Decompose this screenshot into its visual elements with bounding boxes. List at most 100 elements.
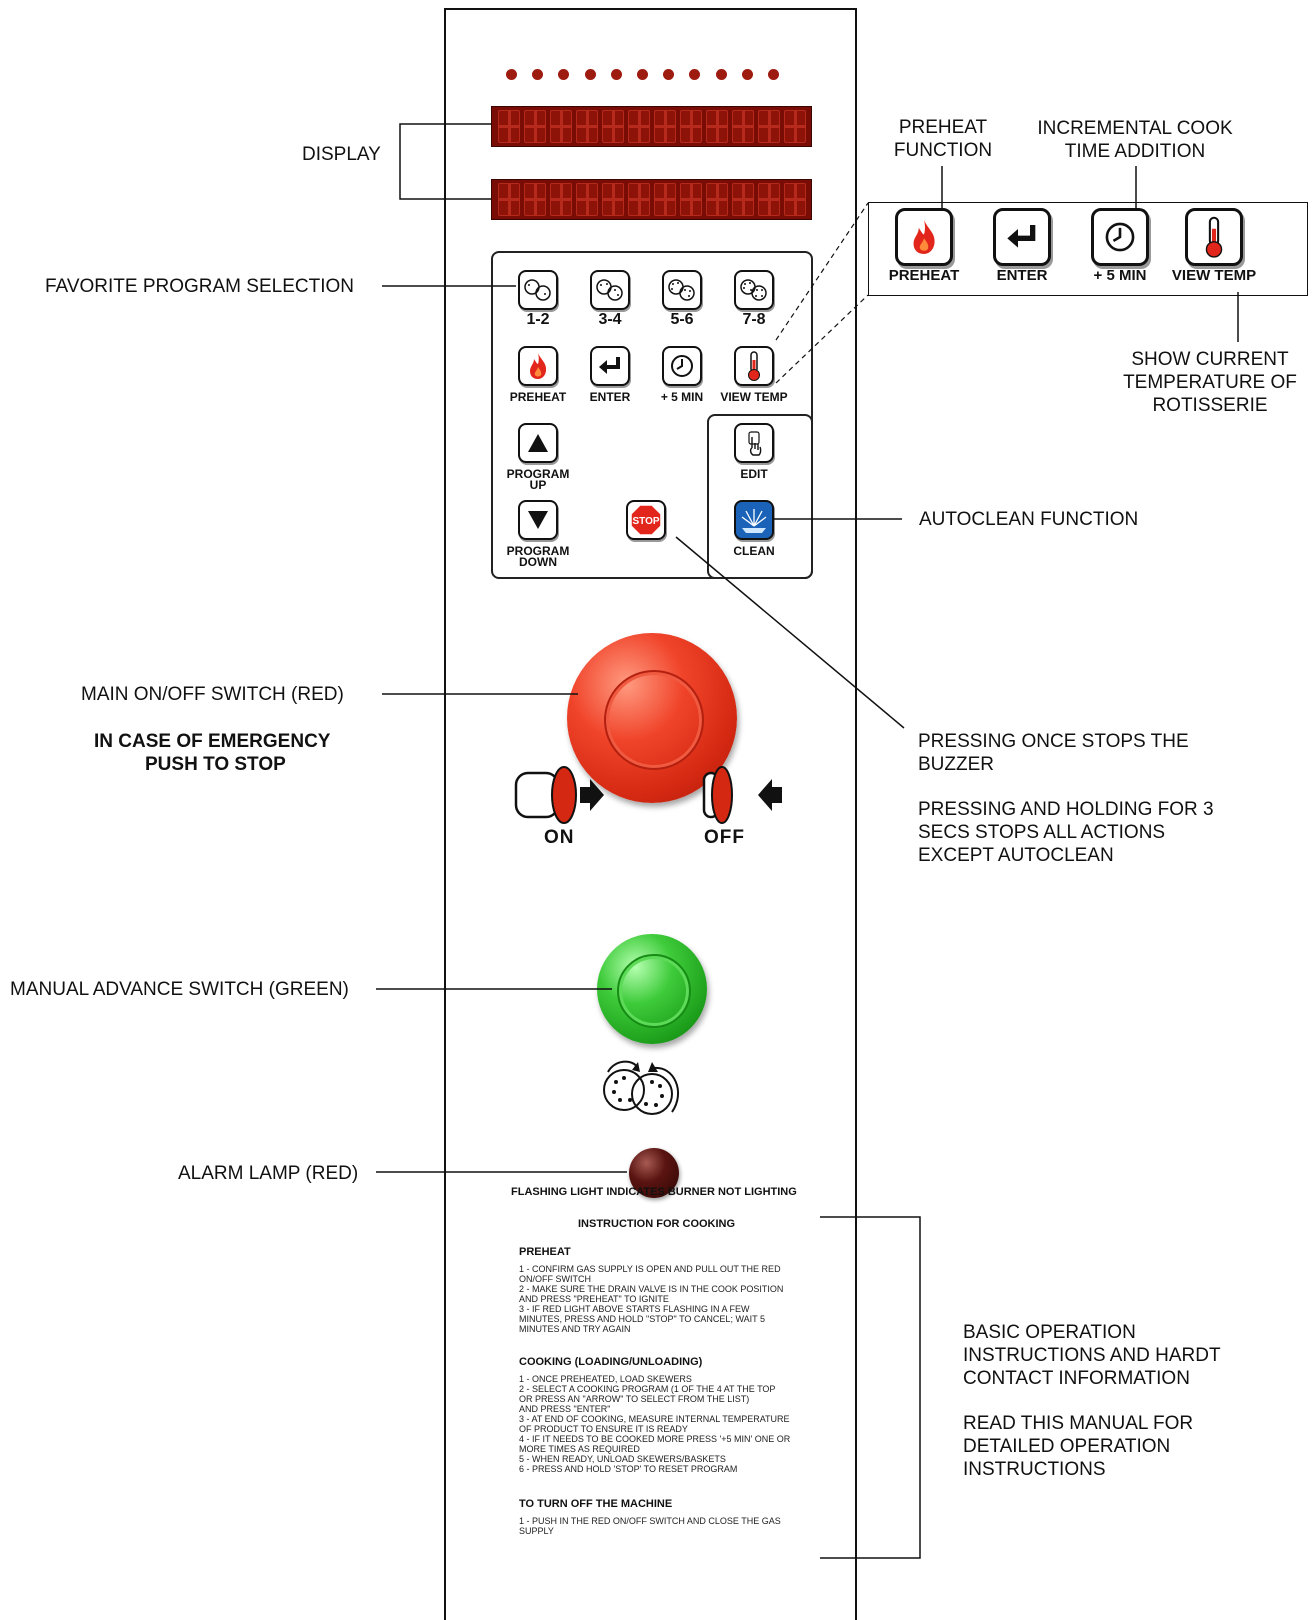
- flame-icon: [913, 220, 935, 254]
- program-3-4-button[interactable]: [590, 270, 630, 310]
- spray-clean-icon: [738, 504, 770, 536]
- led-dot: [610, 69, 622, 80]
- inset-enter-key: [993, 208, 1051, 266]
- program-up-button[interactable]: [518, 423, 558, 463]
- inset-view-temp-key: [1185, 208, 1243, 266]
- clean-button[interactable]: [734, 500, 774, 540]
- edit-key-label: EDIT: [740, 467, 768, 481]
- stop-callout-2: PRESSING AND HOLDING FOR 3 SECS STOPS AL…: [918, 799, 1214, 866]
- display-character-cell: [576, 183, 598, 216]
- program-1-2-label: 1-2: [526, 311, 550, 328]
- led-dot: [689, 69, 701, 80]
- led-dot: [506, 69, 517, 80]
- led-dot: [558, 69, 570, 80]
- turn-off-steps: 1 - PUSH IN THE RED ON/OFF SWITCH AND CL…: [519, 1516, 781, 1536]
- display-character-cell: [706, 110, 728, 143]
- off-label: OFF: [704, 827, 745, 848]
- program-up-label: PROGRAM UP: [506, 467, 570, 492]
- main-switch-ring: [604, 670, 704, 770]
- led-dot: [532, 69, 544, 80]
- program-3-4-label: 3-4: [598, 311, 622, 328]
- manual-advance-callout: MANUAL ADVANCE SWITCH (GREEN): [10, 979, 349, 1000]
- display-character-cell: [758, 110, 780, 143]
- basic-ops-callout: BASIC OPERATION INSTRUCTIONS AND HARDT C…: [963, 1322, 1221, 1389]
- emergency-line-1: IN CASE OF EMERGENCY: [94, 731, 331, 752]
- stop-button[interactable]: STOP: [626, 500, 666, 540]
- thermometer-icon: [1205, 216, 1223, 258]
- clean-key-label: CLEAN: [733, 544, 775, 558]
- display-character-cell: [706, 183, 728, 216]
- clock-icon: [671, 355, 693, 377]
- enter-key-label: ENTER: [589, 390, 631, 404]
- autoclean-callout: AUTOCLEAN FUNCTION: [919, 509, 1139, 530]
- switch-pulled-on-icon: [514, 766, 604, 824]
- preheat-button[interactable]: [518, 346, 558, 386]
- inset-preheat-key: [895, 208, 953, 266]
- flashing-light-note: FLASHING LIGHT INDICATES BURNER NOT LIGH…: [511, 1186, 797, 1198]
- emergency-line-2: PUSH TO STOP: [145, 754, 286, 775]
- preheat-heading: PREHEAT: [519, 1246, 571, 1258]
- cooking-heading: COOKING (LOADING/UNLOADING): [519, 1356, 703, 1368]
- stop-sign-text: STOP: [632, 516, 659, 527]
- inset-enter-label: ENTER: [996, 267, 1048, 284]
- display-line-1: [491, 106, 812, 147]
- display-character-cell: [628, 110, 650, 143]
- led-dot: [741, 69, 753, 80]
- program-1-2-button[interactable]: [518, 270, 558, 310]
- led-dot: [636, 69, 648, 80]
- turn-off-heading: TO TURN OFF THE MACHINE: [519, 1498, 673, 1510]
- skewer-wheel-icon: [596, 279, 623, 301]
- program-5-6-button[interactable]: [662, 270, 702, 310]
- read-manual-callout: READ THIS MANUAL FOR DETAILED OPERATION …: [963, 1413, 1194, 1480]
- view-temp-key-label: VIEW TEMP: [720, 390, 788, 404]
- display-line-2: [491, 179, 812, 220]
- led-dot: [584, 69, 596, 80]
- stop-sign-icon: STOP: [630, 504, 662, 536]
- skewer-wheel-icon: [524, 279, 551, 301]
- display-character-cell: [784, 183, 806, 216]
- favorite-callout: FAVORITE PROGRAM SELECTION: [45, 276, 354, 297]
- control-panel: 1-2 3-4 5-6 7-8 PREHEAT ENTER + 5 MIN VI…: [444, 8, 857, 1620]
- enter-arrow-icon: [1007, 225, 1036, 248]
- skewer-wheel-icon: [668, 279, 695, 301]
- instruction-title: INSTRUCTION FOR COOKING: [578, 1218, 736, 1230]
- preheat-key-label: PREHEAT: [509, 390, 567, 404]
- display-character-cell: [654, 110, 676, 143]
- program-7-8-button[interactable]: [734, 270, 774, 310]
- main-switch-callout: MAIN ON/OFF SWITCH (RED): [81, 684, 344, 705]
- display-character-cell: [680, 110, 702, 143]
- show-temp-callout: SHOW CURRENT TEMPERATURE OF ROTISSERIE: [1123, 349, 1297, 416]
- manual-advance-switch[interactable]: [597, 934, 707, 1044]
- display-character-cell: [732, 183, 754, 216]
- led-dot: [663, 69, 675, 80]
- program-down-label: PROGRAM DOWN: [506, 544, 570, 569]
- display-character-cell: [784, 110, 806, 143]
- led-dot: [715, 69, 727, 80]
- enter-arrow-icon: [599, 357, 620, 374]
- inset-plus-5-label: + 5 MIN: [1093, 267, 1147, 284]
- switch-pushed-off-icon: [702, 766, 782, 824]
- preheat-function-callout: PREHEAT FUNCTION: [893, 117, 993, 161]
- incremental-callout: INCREMENTAL COOK TIME ADDITION: [1037, 118, 1233, 162]
- led-dot: [767, 69, 779, 80]
- display-character-cell: [602, 183, 624, 216]
- display-character-cell: [628, 183, 650, 216]
- function-keys-inset: PREHEAT ENTER + 5 MIN VIEW TEMP: [868, 202, 1308, 296]
- plus-5-min-button[interactable]: [662, 346, 702, 386]
- display-character-cell: [576, 110, 598, 143]
- alarm-lamp: [629, 1148, 679, 1198]
- skewer-wheel-icon: [740, 279, 767, 301]
- enter-button[interactable]: [590, 346, 630, 386]
- on-label: ON: [544, 827, 575, 848]
- up-arrow-icon: [528, 434, 548, 452]
- down-arrow-icon: [528, 511, 548, 529]
- view-temp-button[interactable]: [734, 346, 774, 386]
- display-character-cell: [654, 183, 676, 216]
- display-character-cell: [602, 110, 624, 143]
- display-character-cell: [524, 110, 546, 143]
- program-down-button[interactable]: [518, 500, 558, 540]
- edit-button[interactable]: [734, 423, 774, 463]
- inset-view-temp-label: VIEW TEMP: [1171, 267, 1257, 284]
- clock-icon: [1105, 222, 1135, 252]
